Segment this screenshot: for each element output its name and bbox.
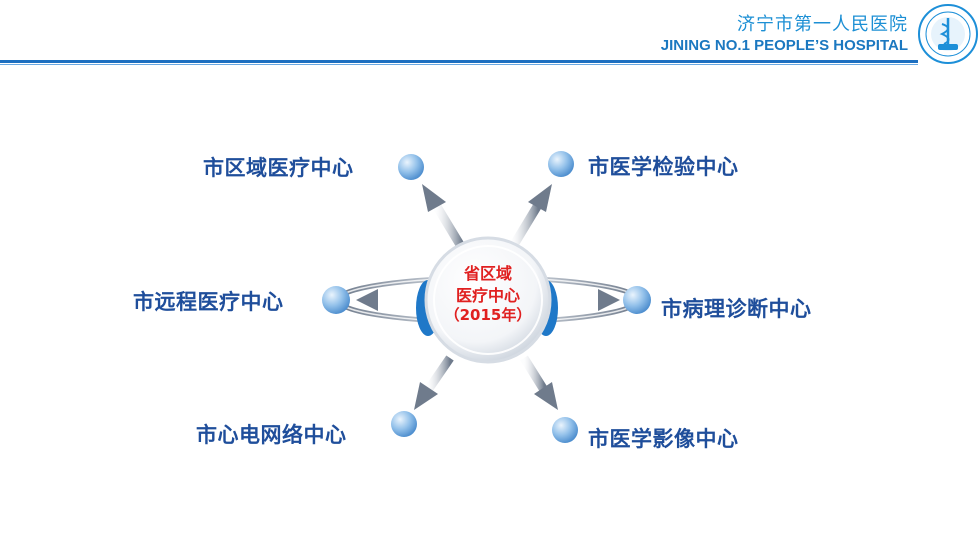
node-label-medical-lab-center: 市医学检验中心 bbox=[588, 155, 739, 179]
header-rule-thin bbox=[0, 64, 918, 65]
arrow-to-regional bbox=[422, 184, 466, 251]
node-label-ecg-network-center: 市心电网络中心 bbox=[196, 423, 347, 447]
arrow-to-ecg bbox=[414, 355, 454, 410]
node-label-medical-imaging-center: 市医学影像中心 bbox=[588, 427, 739, 451]
arrow-to-lab bbox=[508, 184, 552, 251]
arrow-to-pathology bbox=[548, 289, 620, 311]
node-ball-imaging bbox=[552, 417, 578, 443]
node-ball-lab bbox=[548, 151, 574, 177]
node-label-regional-medical-center: 市区域医疗中心 bbox=[203, 156, 354, 180]
center-title-line2: 医疗中心 bbox=[455, 286, 520, 305]
node-ball-regional bbox=[398, 154, 424, 180]
center-year: （2015年） bbox=[444, 306, 532, 324]
arrow-to-imaging bbox=[520, 355, 558, 410]
node-label-remote-medical-center: 市远程医疗中心 bbox=[133, 290, 284, 314]
hospital-logo bbox=[918, 4, 978, 64]
center-hub bbox=[424, 236, 552, 364]
node-label-pathology-center: 市病理诊断中心 bbox=[661, 297, 812, 321]
hospital-name-en: JINING NO.1 PEOPLE’S HOSPITAL bbox=[660, 37, 908, 54]
node-ball-remote bbox=[322, 286, 350, 314]
center-title-line1: 省区域 bbox=[463, 264, 512, 283]
hospital-name-cn: 济宁市第一人民医院 bbox=[737, 14, 908, 35]
header-rule bbox=[0, 60, 918, 63]
node-ball-pathology bbox=[623, 286, 651, 314]
node-ball-ecg bbox=[391, 411, 417, 437]
